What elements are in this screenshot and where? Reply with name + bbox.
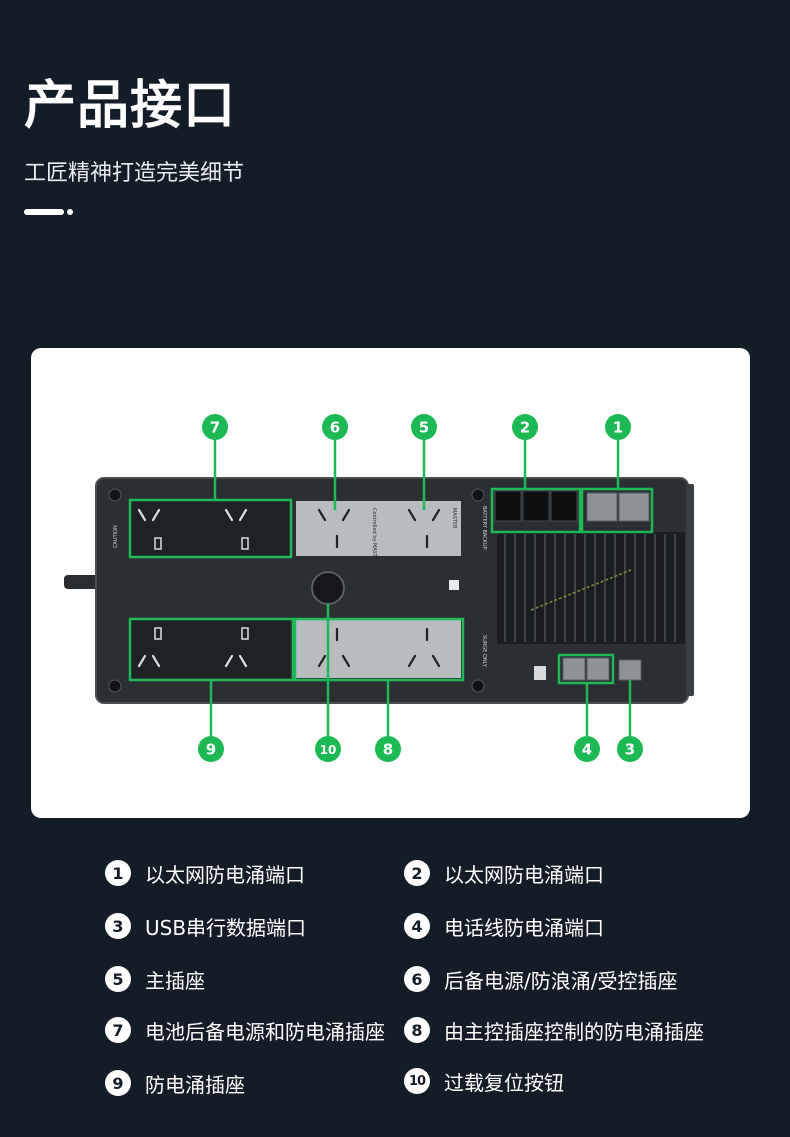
mounting-screws (108, 488, 485, 693)
product-image-card: CAUTION Controlled by MASTER MASTER BATT… (31, 348, 750, 818)
title-underline-dot (67, 209, 73, 215)
legend-badge: 4 (404, 913, 430, 939)
callout-box-7 (128, 498, 293, 559)
legend-item-4: 4 电话线防电涌端口 (404, 911, 604, 941)
svg-text:2: 2 (520, 419, 530, 437)
legend-badge: 9 (105, 1070, 131, 1096)
legend-text: 电话线防电涌端口 (444, 915, 604, 940)
leader-lines (209, 439, 632, 736)
svg-text:6: 6 (330, 419, 340, 437)
legend-item-10: 10 过载复位按钮 (404, 1066, 564, 1096)
svg-text:1: 1 (613, 419, 623, 437)
svg-text:3: 3 (625, 741, 635, 759)
caution-label: CAUTION (113, 525, 119, 548)
legend-text: USB串行数据端口 (145, 915, 307, 940)
legend-badge: 3 (105, 913, 131, 939)
legend-badge: 5 (105, 966, 131, 992)
legend-badge: 6 (404, 966, 430, 992)
page-subtitle: 工匠精神打造完美细节 (24, 161, 245, 186)
legend-text: 以太网防电涌端口 (444, 862, 604, 887)
legend-item-7: 7 电池后备电源和防电涌插座 (105, 1015, 385, 1045)
master-label: MASTER (451, 508, 457, 529)
legend-text: 后备电源/防浪涌/受控插座 (444, 968, 678, 993)
legend-item-3: 3 USB串行数据端口 (105, 911, 306, 941)
svg-text:9: 9 (206, 741, 216, 759)
marker-3: 3 (617, 736, 643, 762)
legend-badge: 10 (404, 1068, 430, 1094)
svg-text:8: 8 (383, 741, 393, 759)
legend-badge: 8 (404, 1017, 430, 1043)
legend-item-1: 1 以太网防电涌端口 (105, 858, 305, 888)
outlets-master-controlled: Controlled by MASTER MASTER (296, 501, 461, 564)
legend-item-8: 8 由主控插座控制的防电涌插座 (404, 1015, 704, 1045)
legend-text: 过载复位按钮 (444, 1070, 564, 1095)
legend-text: 防电涌插座 (145, 1072, 245, 1097)
outlets-surge-only (130, 620, 290, 678)
svg-text:4: 4 (582, 741, 592, 759)
surge-only-label: SURGE ONLY (481, 635, 487, 668)
svg-text:5: 5 (419, 419, 429, 437)
legend-item-5: 5 主插座 (105, 964, 205, 994)
ups-rear-panel-diagram: CAUTION Controlled by MASTER MASTER BATT… (64, 414, 694, 762)
ethernet-ports-1 (586, 492, 650, 522)
marker-8: 8 (375, 736, 401, 762)
marker-5: 5 (411, 414, 437, 440)
legend-badge: 2 (404, 860, 430, 886)
marker-4: 4 (574, 736, 600, 762)
phone-line-ports (562, 657, 610, 681)
marker-6: 6 (322, 414, 348, 440)
legend-item-9: 9 防电涌插座 (105, 1068, 245, 1098)
svg-text:7: 7 (210, 419, 220, 437)
vent-grille (497, 532, 685, 644)
controlled-by-master-label: Controlled by MASTER (371, 508, 377, 564)
callout-box-2 (490, 487, 582, 534)
battery-backup-label: BATTERY BACKUP (481, 506, 487, 550)
page-title: 产品接口 (24, 76, 237, 136)
legend-text: 电池后备电源和防电涌插座 (145, 1019, 385, 1044)
legend-item-2: 2 以太网防电涌端口 (404, 858, 604, 888)
marker-1: 1 (605, 414, 631, 440)
marker-9: 9 (198, 736, 224, 762)
marker-2: 2 (512, 414, 538, 440)
legend-badge: 7 (105, 1017, 131, 1043)
callout-box-8 (293, 617, 465, 682)
usb-serial-port (618, 659, 642, 681)
marker-7: 7 (202, 414, 228, 440)
legend-badge: 1 (105, 860, 131, 886)
legend-item-6: 6 后备电源/防浪涌/受控插座 (404, 964, 677, 994)
legend-text: 主插座 (145, 968, 205, 993)
legend-text: 以太网防电涌端口 (145, 862, 305, 887)
overload-reset-button (311, 571, 345, 605)
title-underline-dash (24, 209, 64, 215)
outlets-master-controlled-surge (296, 620, 461, 678)
marker-10: 10 (315, 736, 341, 762)
legend-text: 由主控插座控制的防电涌插座 (444, 1019, 704, 1044)
ethernet-ports-2 (494, 490, 578, 522)
svg-text:10: 10 (320, 743, 337, 757)
outlets-battery-surge (130, 501, 290, 556)
